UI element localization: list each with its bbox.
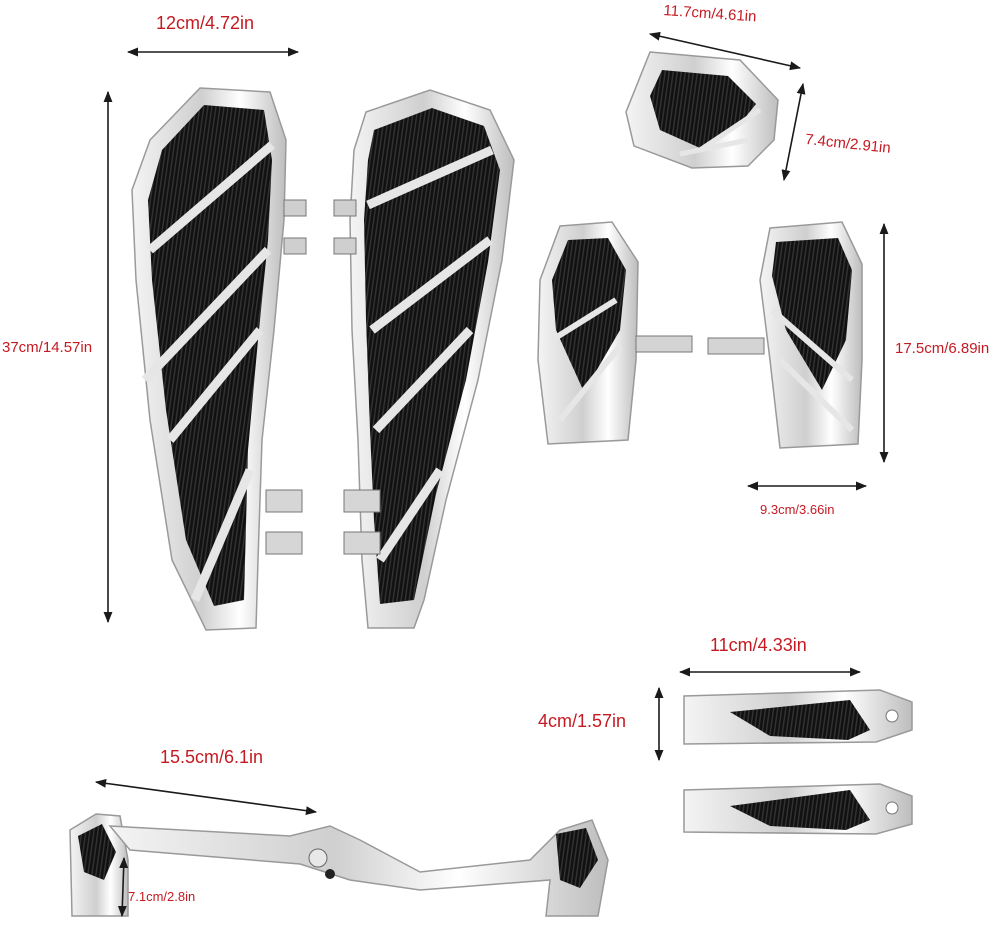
passenger-board-right [707,221,863,449]
footpeg-length-label: 11cm/4.33in [710,635,807,655]
floorboard-width-label: 12cm/4.72in [156,13,255,33]
footpeg-width-label: 4cm/1.57in [538,711,627,731]
passenger-board-left [537,221,693,445]
foot-peg-bottom [683,783,913,835]
floorboard-left [131,87,307,631]
floorboard-length-label: 37cm/14.57in [2,339,93,356]
shifter-pad-height-label: 7.1cm/2.8in [128,889,196,904]
shifter-length-label: 15.5cm/6.1in [160,747,264,767]
floorboard-right [333,89,515,629]
shift-lever [69,813,609,917]
passenger-board-height-label: 17.5cm/6.89in [895,340,990,357]
foot-peg-top [683,689,913,745]
passenger-board-width-label: 9.3cm/3.66in [760,502,835,517]
dimension-arrows [94,31,889,918]
heel-shift-pad [625,51,779,169]
